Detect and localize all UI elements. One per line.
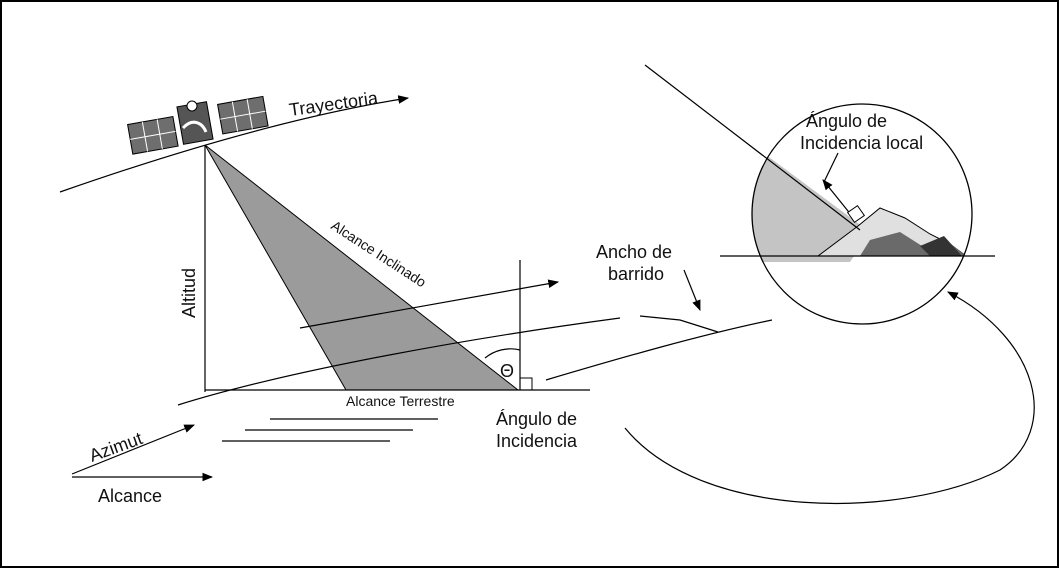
label-ancho-2: barrido [608,264,664,284]
label-alcance-terrestre: Alcance Terrestre [346,393,455,409]
label-theta: Θ [500,361,514,381]
inset-connector-arrow [624,291,1035,505]
label-alcance: Alcance [98,486,162,506]
far-range-curve [545,319,773,381]
incidence-angle-arc [484,348,521,359]
local-incidence-inset [644,64,995,325]
satellite-icon [127,95,269,155]
label-local-1: Ángulo de [806,111,887,131]
look-direction-arrow [299,279,560,329]
local-normal-line [822,179,853,217]
label-trayectoria: Trayectoria [288,88,380,120]
near-range-curve-2 [639,315,719,333]
azimut-arrow [71,424,196,475]
right-angle-mark [519,377,533,391]
label-altitud: Altitud [179,268,199,318]
label-angulo-incidencia-2: Incidencia [496,431,578,451]
swath-pointer-arrow [683,269,701,312]
near-range-curve [177,317,621,406]
radar-beam [204,144,520,391]
label-local-2: Incidencia local [800,133,923,153]
label-angulo-incidencia-1: Ángulo de [496,409,577,429]
label-ancho-1: Ancho de [596,242,672,262]
label-azimut: Azimut [87,428,146,466]
trajectory-curve [59,95,410,193]
